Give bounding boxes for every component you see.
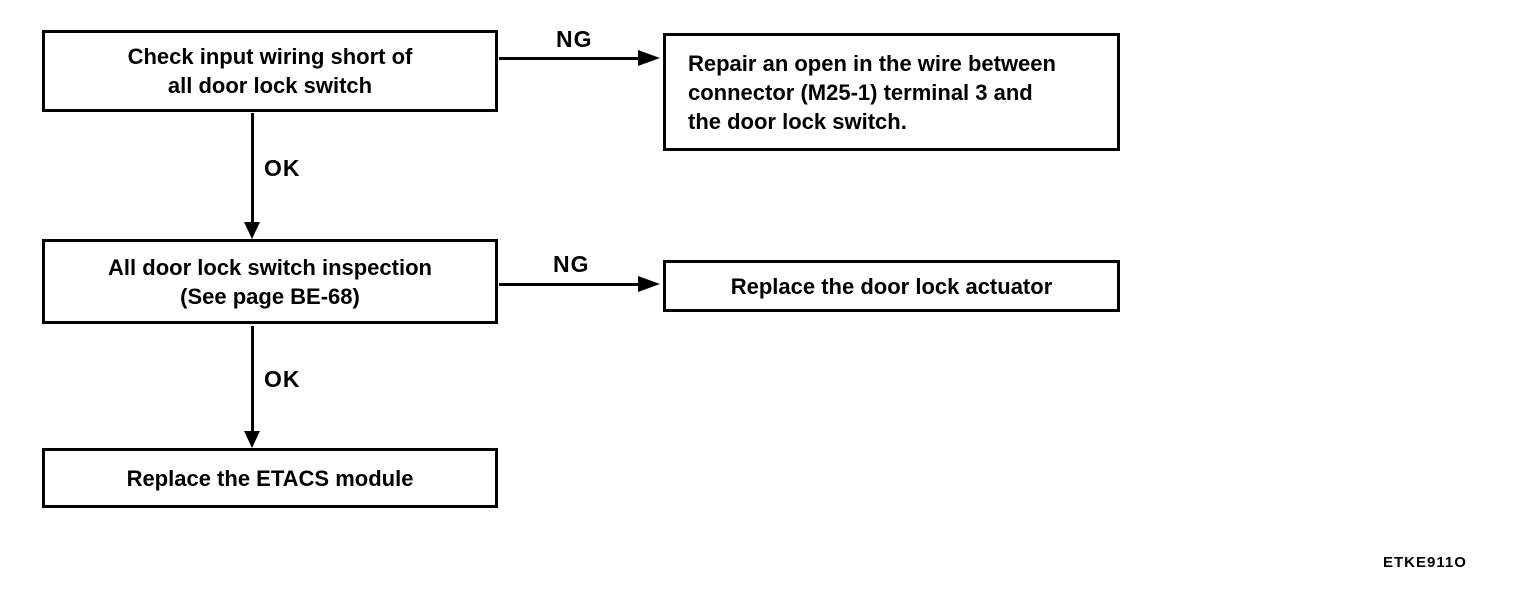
box-text-line: Repair an open in the wire between: [688, 50, 1056, 76]
box-text-line: the door lock switch.: [688, 108, 907, 134]
box-text-line: Check input wiring short of: [127, 44, 413, 69]
box-text-line: all door lock switch: [167, 73, 373, 98]
arrowhead-right-ng-1: [638, 50, 660, 66]
flow-box-repair-wire: Repair an open in the wire between conne…: [663, 33, 1120, 151]
figure-code: ETKE911O: [1383, 554, 1467, 571]
edge-label-ng-1: NG: [556, 26, 593, 52]
arrowhead-down-ok-1: [244, 222, 260, 239]
edge-label-ok-1: OK: [264, 155, 301, 181]
box-text-line: connector (M25-1) terminal 3 and: [688, 79, 1033, 105]
flow-box-replace-actuator: Replace the door lock actuator: [663, 260, 1120, 312]
arrowhead-right-ng-2: [638, 276, 660, 292]
box-text-line: Replace the door lock actuator: [730, 273, 1053, 299]
arrow-line-ng-2: [499, 283, 638, 286]
arrowhead-down-ok-2: [244, 431, 260, 448]
edge-label-ng-2: NG: [553, 251, 590, 277]
box-text-line: Replace the ETACS module: [126, 465, 414, 491]
flow-box-switch-inspection: All door lock switch inspection (See pag…: [42, 239, 498, 324]
arrow-line-ok-2: [251, 326, 254, 433]
box-text-line: (See page BE-68): [180, 283, 360, 309]
flow-box-replace-etacs: Replace the ETACS module: [42, 448, 498, 508]
arrow-line-ok-1: [251, 113, 254, 223]
flow-box-check-input-wiring: Check input wiring short of all door loc…: [42, 30, 498, 112]
arrow-line-ng-1: [499, 57, 638, 60]
box-text-line: All door lock switch inspection: [108, 254, 432, 280]
edge-label-ok-2: OK: [264, 366, 301, 392]
